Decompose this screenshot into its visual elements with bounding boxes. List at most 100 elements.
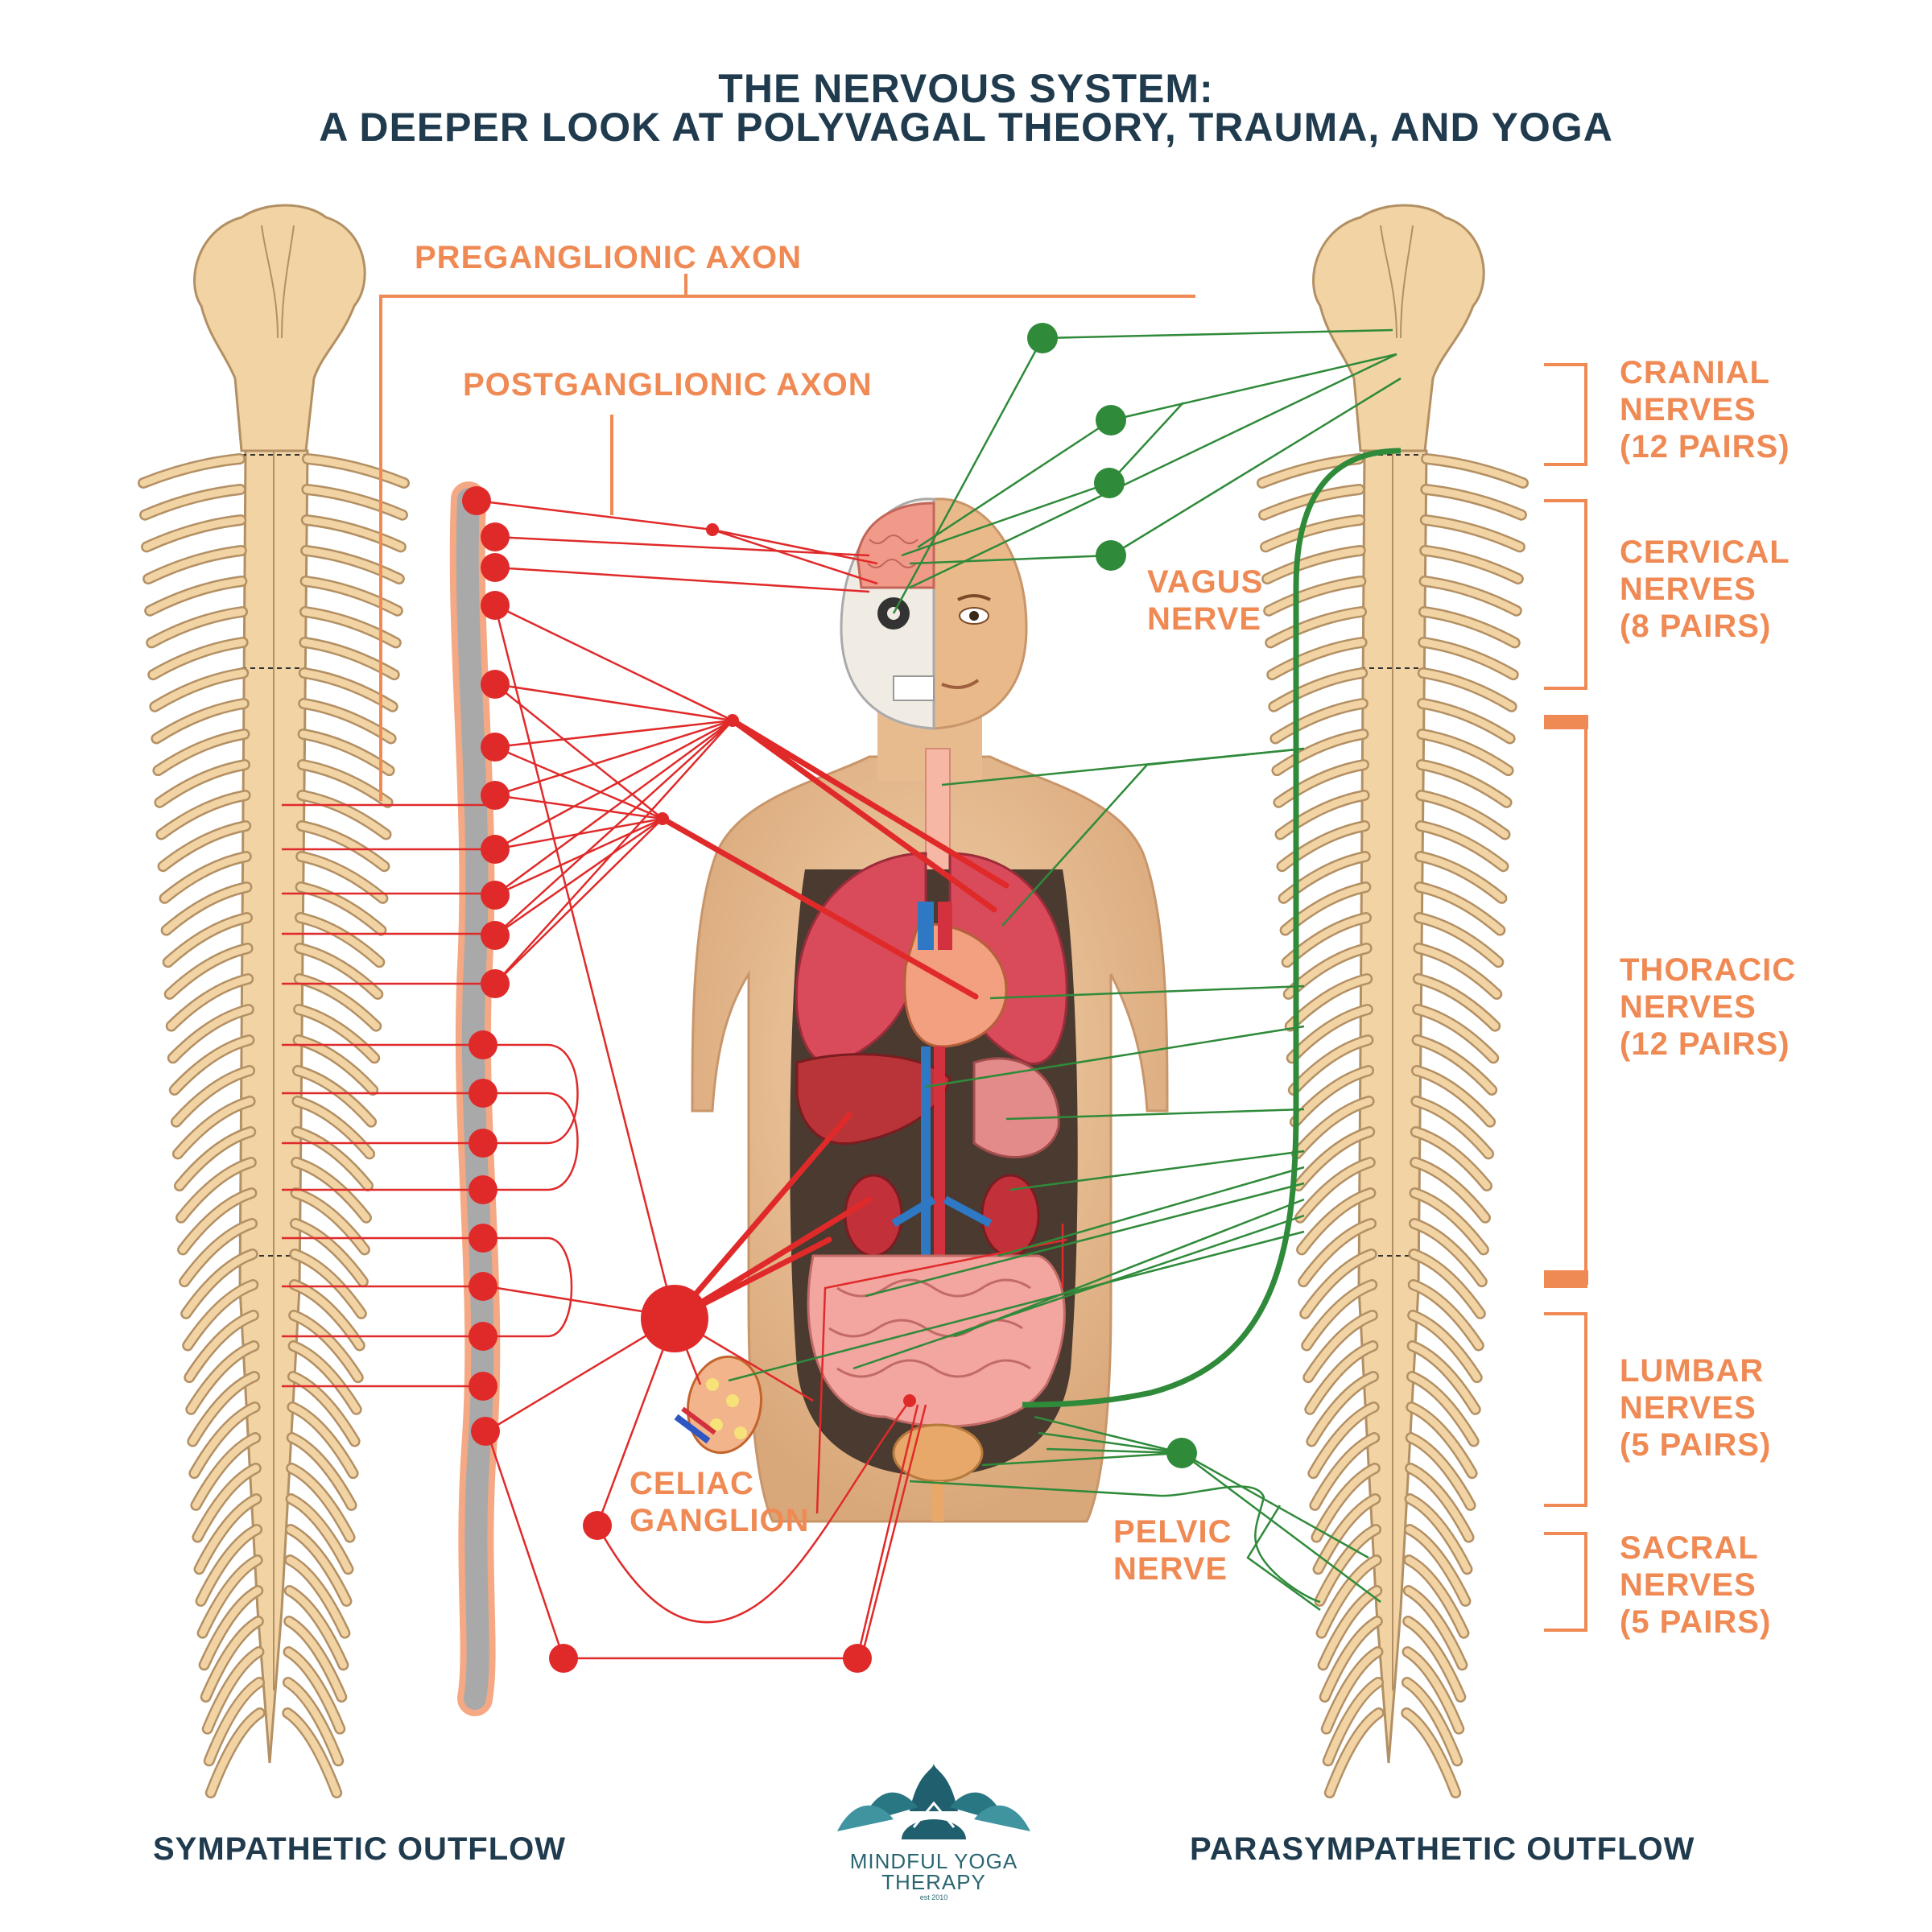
- spinal-nerve-branch: [1421, 547, 1522, 583]
- spinal-nerve-branch: [1420, 608, 1519, 646]
- spinal-nerve-branch: [1273, 730, 1367, 774]
- spinal-nerve-branch: [171, 1036, 253, 1094]
- spinal-nerve-branch: [202, 1617, 262, 1701]
- celiac-ganglion-node: [641, 1285, 708, 1352]
- spinal-nerve-branch: [1418, 700, 1514, 742]
- preganglionic-axon-label: PREGANGLIONIC AXON: [415, 240, 802, 275]
- spinal-nerve-branch: [192, 1434, 259, 1509]
- spinal-nerve-branch: [295, 1036, 377, 1094]
- human-figure: [674, 497, 1169, 1523]
- spinal-nerve-branch: [303, 485, 407, 519]
- spinal-nerve-branch: [1422, 516, 1524, 551]
- spinal-nerve-branch: [1411, 1189, 1488, 1253]
- spinal-nerve-branch: [300, 669, 397, 711]
- spinal-nerve-branch: [1407, 1403, 1476, 1477]
- parasympathetic-connections: [728, 328, 1402, 1612]
- spinal-nerve-branch: [182, 1250, 257, 1318]
- spinal-nerve-branch: [147, 608, 246, 646]
- spinal-nerve-branch: [1274, 761, 1368, 807]
- logo-text-line2: THERAPY: [881, 1870, 986, 1894]
- spinal-nerve-branch: [200, 1587, 262, 1669]
- spinal-nerve-branch: [1269, 669, 1366, 711]
- spinal-nerve-branch: [1419, 669, 1516, 711]
- spinal-nerve-branch: [286, 1556, 349, 1637]
- spinal-nerve-branch: [1418, 761, 1511, 807]
- celiac-ganglion-label: CELIAC GANGLION: [630, 1466, 810, 1538]
- spinal-nerve-branch: [190, 1403, 259, 1477]
- brain: [856, 502, 935, 589]
- spinal-nerve-branch: [146, 577, 246, 615]
- spinal-nerve-branch: [157, 791, 250, 839]
- trachea: [925, 748, 951, 878]
- spinal-nerve-branch: [149, 638, 247, 679]
- sympathetic-thick-axons: [659, 717, 1009, 1322]
- spinal-nerve-branch: [1278, 822, 1368, 870]
- vagus-nerve-label: VAGUS NERVE: [1147, 564, 1264, 637]
- spinal-nerve-branch: [283, 1709, 341, 1797]
- spinal-nerve-branch: [175, 1128, 254, 1190]
- spinal-nerve-branch: [1318, 1556, 1381, 1637]
- spinal-nerve-branch: [295, 975, 380, 1030]
- spinal-nerve-branch: [174, 1097, 254, 1158]
- spinal-nerve-branch: [1290, 1036, 1372, 1094]
- left-kidney: [844, 1174, 903, 1257]
- spinal-nerve-branch: [287, 1525, 350, 1605]
- spinal-nerve-branch: [1414, 1036, 1496, 1094]
- spinal-nerve-branch: [1412, 1128, 1491, 1190]
- spinal-nerve-branch: [1307, 1373, 1377, 1446]
- spinal-nerve-branch: [1265, 577, 1364, 615]
- spinal-nerve-branch: [288, 1434, 356, 1509]
- spinal-nerve-branch: [177, 1158, 255, 1222]
- spinal-nerve-branch: [152, 700, 248, 742]
- vagus-nerve-trunk: [1022, 448, 1402, 1408]
- brainstem-right: [1312, 204, 1485, 452]
- spinal-nerve-branch: [199, 1556, 262, 1637]
- logo-est: est 2010: [919, 1893, 948, 1901]
- spinal-nerve-branch: [1293, 1097, 1373, 1158]
- spinal-nerve-branch: [141, 485, 245, 519]
- spinal-nerve-branch: [1409, 1342, 1480, 1414]
- spinal-nerve-branch: [302, 577, 402, 615]
- spinal-nerve-branch: [164, 914, 251, 966]
- spinal-nerve-branch: [1412, 1097, 1492, 1158]
- sympathetic-connections: [282, 499, 1067, 1660]
- spinal-nerve-branch: [290, 1342, 361, 1414]
- spinal-nerve-branch: [179, 1189, 255, 1253]
- spinal-nerve-branch: [188, 1373, 258, 1446]
- spinal-nerve-branch: [159, 822, 250, 870]
- spinal-cord-right: [1257, 204, 1529, 1799]
- spinal-nerve-branch: [1414, 975, 1499, 1030]
- spinal-nerve-branch: [289, 1373, 359, 1446]
- spinal-nerve-branch: [292, 1158, 370, 1222]
- spinal-nerve-branch: [297, 852, 386, 902]
- spinal-nerve-branch: [1288, 1005, 1372, 1062]
- spinal-nerve-branch: [1306, 1342, 1377, 1414]
- spinal-nerve-branch: [207, 1709, 264, 1797]
- spinal-nerve-branch: [295, 944, 382, 998]
- parasympathetic-outflow-label: PARASYMPATHETIC OUTFLOW: [1190, 1831, 1695, 1867]
- spinal-nerve-branch: [294, 1067, 375, 1126]
- spinal-nerve-branch: [1417, 822, 1507, 870]
- parasympathetic-ganglia: [1027, 323, 1197, 1468]
- spinal-nerve-branch: [303, 516, 405, 551]
- spinal-nerve-branch: [144, 547, 246, 583]
- spinal-nerve-branch: [1323, 1648, 1381, 1733]
- spinal-nerve-branch: [1316, 1525, 1380, 1605]
- brainstem-left: [193, 204, 366, 452]
- spinal-nerve-branch: [1315, 1495, 1379, 1573]
- bracket-lumbar: [1544, 1312, 1587, 1507]
- spinal-nerve-branch: [180, 1220, 256, 1286]
- spinal-nerve-branch: [1417, 791, 1509, 839]
- spinal-nerve-branch: [1413, 1067, 1494, 1126]
- spinal-nerve-branch: [193, 1464, 260, 1542]
- bracket-cervical: [1544, 499, 1587, 690]
- stomach: [972, 1057, 1060, 1158]
- spinal-nerve-branch: [1406, 1464, 1473, 1542]
- bracket-thoracic: [1544, 718, 1587, 1288]
- spinal-nerve-branch: [163, 883, 250, 935]
- spinal-nerve-branch: [1311, 1434, 1378, 1509]
- spinal-nerve-branch: [298, 791, 390, 839]
